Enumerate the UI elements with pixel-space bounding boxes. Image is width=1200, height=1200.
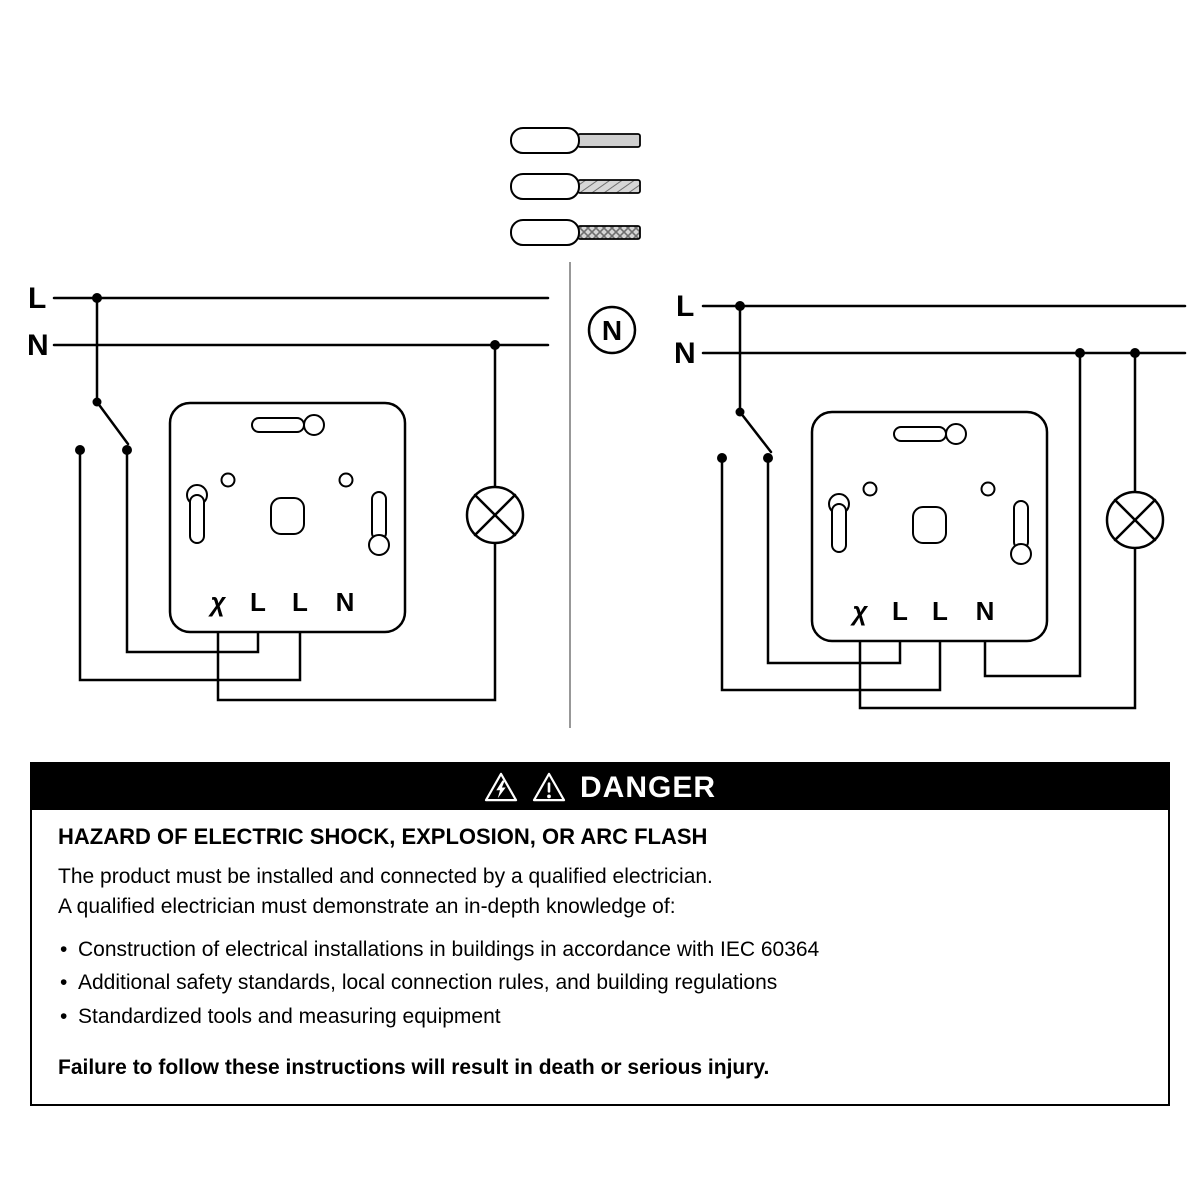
shaft-hole xyxy=(270,497,305,535)
terminal-label-dimmer-output: χ xyxy=(207,587,226,617)
top-adjust-hole xyxy=(303,414,325,436)
screw-hole xyxy=(980,481,996,497)
screw-hole xyxy=(220,472,236,488)
terminal-label-L1: L xyxy=(250,587,266,617)
terminal-label-L2: L xyxy=(932,596,948,626)
dimmer-mounting-plate: χ L L N xyxy=(810,410,1049,643)
dimmer-mounting-plate: χ L L N xyxy=(168,401,407,634)
wire-dimmer-output-to-lamp xyxy=(858,546,1137,710)
phase-line-label: L xyxy=(28,282,46,315)
wire-switch-to-L2 xyxy=(720,456,942,692)
lamp-symbol xyxy=(465,485,525,545)
top-adjust-slot xyxy=(893,426,947,442)
braided-conductor xyxy=(577,225,641,240)
danger-title: DANGER xyxy=(579,770,716,804)
stranded-conductor xyxy=(577,179,641,194)
wire-sample-solid xyxy=(510,127,641,154)
lamp-symbol xyxy=(1105,490,1165,550)
wire-sample-stranded xyxy=(510,173,641,200)
hazard-bullet: Construction of electrical installations… xyxy=(58,935,1142,965)
wire-ferrule xyxy=(510,219,580,246)
terminal-label-N: N xyxy=(976,596,995,626)
danger-header-bar: DANGER xyxy=(32,764,1168,810)
wire-ferrule xyxy=(510,127,580,154)
hazard-bullet: Standardized tools and measuring equipme… xyxy=(58,1002,1142,1032)
hazard-text-line: A qualified electrician must demonstrate… xyxy=(58,894,676,918)
fixing-slot xyxy=(831,503,847,553)
hazard-bullet-list: Construction of electrical installations… xyxy=(58,935,1142,1032)
top-adjust-slot xyxy=(251,417,305,433)
fixing-slot xyxy=(1013,500,1029,550)
solid-conductor xyxy=(577,133,641,148)
wire-neutral-to-terminal xyxy=(983,351,1082,678)
wire-ferrule xyxy=(510,173,580,200)
wire-switch-to-L2 xyxy=(78,448,302,682)
hazard-heading: HAZARD OF ELECTRIC SHOCK, EXPLOSION, OR … xyxy=(58,824,708,849)
fixing-slot xyxy=(371,491,387,541)
phase-line-label: L xyxy=(676,290,694,323)
lightning-bolt-triangle-icon xyxy=(484,772,518,802)
shaft-hole xyxy=(912,506,947,544)
screw-hole xyxy=(862,481,878,497)
wire-switch-to-L1 xyxy=(125,448,260,654)
danger-body: HAZARD OF ELECTRIC SHOCK, EXPLOSION, OR … xyxy=(32,810,1168,1104)
danger-warning-box: DANGER HAZARD OF ELECTRIC SHOCK, EXPLOSI… xyxy=(30,762,1170,1107)
hazard-bullet: Additional safety standards, local conne… xyxy=(58,968,1142,998)
wiring-diagram-right: N L N xyxy=(587,290,1187,710)
fixing-slot-hole xyxy=(1010,543,1032,565)
hazard-text-line: The product must be installed and connec… xyxy=(58,865,713,888)
svg-text:N: N xyxy=(602,315,622,346)
neutral-line-label: N xyxy=(27,329,49,362)
neutral-line-label: N xyxy=(674,337,696,370)
terminal-label-L1: L xyxy=(892,596,908,626)
wire-switch-to-L1 xyxy=(766,456,902,665)
wire-sample-braided xyxy=(510,219,641,246)
switch-blade xyxy=(738,410,773,454)
terminal-label-dimmer-output: χ xyxy=(849,596,868,626)
top-adjust-hole xyxy=(945,423,967,445)
wire-dimmer-output-to-lamp xyxy=(216,541,497,702)
neutral-required-badge: N xyxy=(587,305,637,355)
failure-warning-text: Failure to follow these instructions wil… xyxy=(58,1056,770,1080)
switch-blade xyxy=(95,400,130,446)
wiring-diagram-left: L N xyxy=(27,282,550,702)
fixing-slot-hole xyxy=(368,534,390,556)
wiring-diagram-canvas: L N xyxy=(27,127,1187,728)
terminal-label-N: N xyxy=(336,587,355,617)
terminal-label-L2: L xyxy=(292,587,308,617)
fixing-slot xyxy=(189,494,205,544)
screw-hole xyxy=(338,472,354,488)
exclamation-triangle-icon xyxy=(532,772,566,802)
